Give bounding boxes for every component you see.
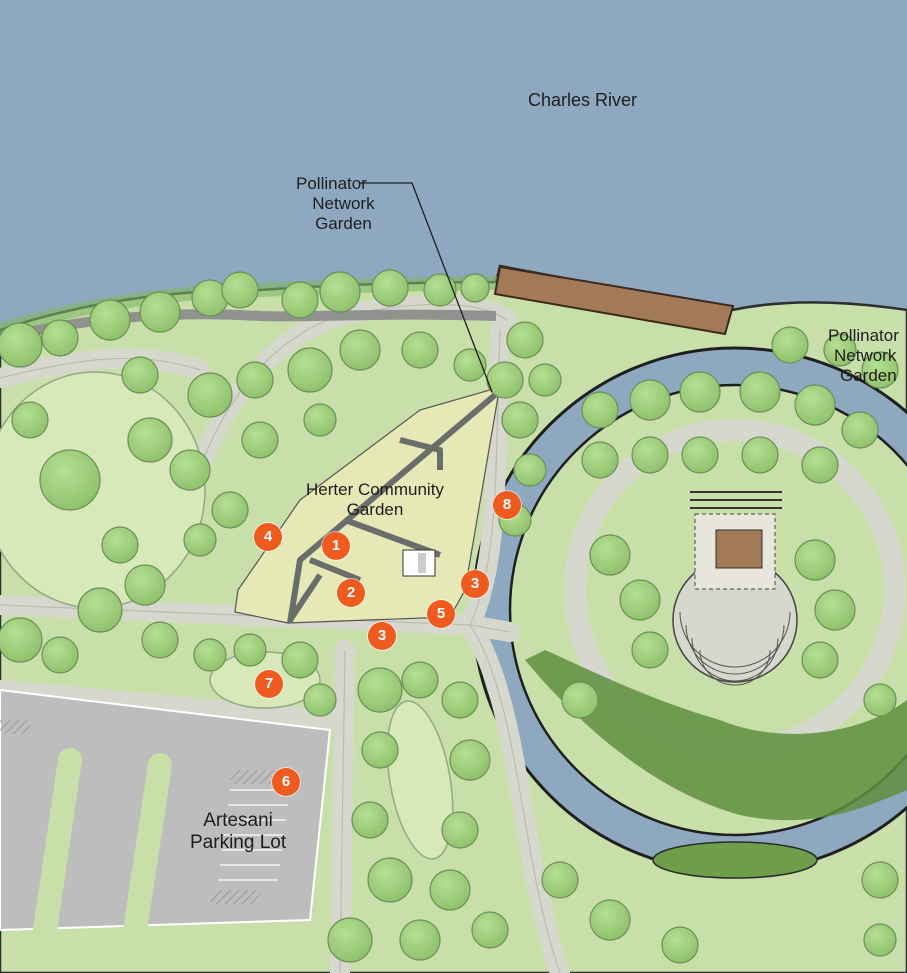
- pollinator-network-garden-label-east: Pollinator Network Garden: [828, 326, 907, 386]
- artesani-parking-lot-label: Artesani Parking Lot: [190, 810, 286, 855]
- marker-8[interactable]: 8: [493, 491, 521, 519]
- herter-label-line-2: Garden: [346, 500, 404, 520]
- lawn-south: [386, 700, 454, 860]
- pollinator-label-line-1: Pollinator: [296, 174, 367, 193]
- pollinator-label-line-2: Network: [312, 194, 375, 214]
- shoreline-trees: [0, 276, 503, 337]
- marker-2[interactable]: 2: [337, 579, 365, 607]
- pollinator-east-line-2: Network: [834, 346, 897, 366]
- herter-community-garden-label: Herter Community Garden: [306, 480, 444, 520]
- wooded-slope: [525, 650, 907, 821]
- herter-label-line-1: Herter Community: [306, 480, 444, 499]
- charles-river-label: Charles River: [528, 90, 638, 110]
- pier: [493, 265, 735, 336]
- parking-label-line-2: Parking Lot: [190, 832, 287, 854]
- marker-4[interactable]: 4: [254, 523, 282, 551]
- lagoon-island: [652, 841, 818, 879]
- shore-road: [0, 309, 497, 343]
- marker-1[interactable]: 1: [322, 532, 350, 560]
- marker-6[interactable]: 6: [272, 768, 300, 796]
- pollinator-leader-line: [360, 182, 493, 393]
- hatch-shell-building: [715, 529, 763, 569]
- marker-7[interactable]: 7: [255, 670, 283, 698]
- pollinator-label-line-3: Garden: [315, 214, 372, 234]
- marker-3-south[interactable]: 3: [368, 622, 396, 650]
- trees: [0, 269, 899, 964]
- pollinator-east-line-3: Garden: [840, 366, 897, 386]
- marker-3-north[interactable]: 3: [461, 570, 489, 598]
- pollinator-network-garden-label: Pollinator Network Garden: [296, 174, 391, 234]
- pollinator-east-line-1: Pollinator: [828, 326, 899, 345]
- marker-5[interactable]: 5: [427, 600, 455, 628]
- parking-label-line-1: Artesani: [203, 810, 273, 831]
